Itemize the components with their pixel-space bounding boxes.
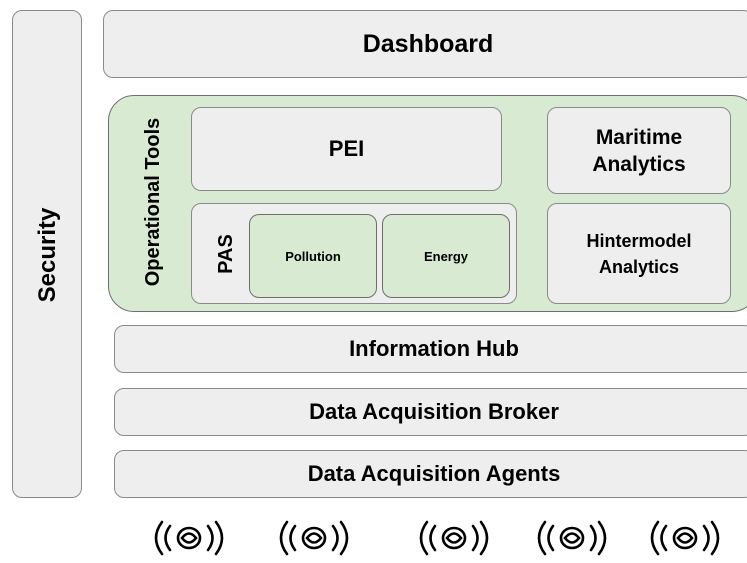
wireless-sensor-icon <box>279 520 349 556</box>
security-label: Security <box>34 207 61 303</box>
maritime-analytics-module: Maritime Analytics <box>547 107 731 194</box>
wireless-sensor-icon <box>419 520 489 556</box>
data-acquisition-broker-label: Data Acquisition Broker <box>309 399 559 424</box>
pollution-label: Pollution <box>285 248 341 264</box>
pei-module: PEI <box>191 107 502 191</box>
pei-label: PEI <box>328 136 365 161</box>
dashboard-layer: Dashboard <box>103 10 747 78</box>
pas-label: PAS <box>214 234 237 274</box>
operational-tools-label: Operational Tools <box>141 117 164 287</box>
wireless-sensor-icon <box>537 520 607 556</box>
wireless-sensor-icon <box>154 520 224 556</box>
security-layer: Security <box>12 10 82 498</box>
hintermodel-analytics-module: Hintermodel Analytics <box>547 203 731 304</box>
pollution-module: Pollution <box>249 214 377 298</box>
hintermodel-analytics-label-line2: Analytics <box>598 256 680 277</box>
energy-label: Energy <box>423 248 469 264</box>
hintermodel-analytics-label-line1: Hintermodel <box>586 230 692 251</box>
energy-module: Energy <box>382 214 510 298</box>
information-hub-layer: Information Hub <box>114 325 747 373</box>
data-acquisition-agents-layer: Data Acquisition Agents <box>114 450 747 498</box>
information-hub-label: Information Hub <box>349 336 519 361</box>
data-acquisition-agents-label: Data Acquisition Agents <box>307 461 561 486</box>
dashboard-label: Dashboard <box>362 29 494 58</box>
wireless-sensor-icon <box>650 520 720 556</box>
data-acquisition-broker-layer: Data Acquisition Broker <box>114 388 747 436</box>
maritime-analytics-label-line2: Analytics <box>592 152 686 176</box>
maritime-analytics-label-line1: Maritime <box>595 125 683 149</box>
